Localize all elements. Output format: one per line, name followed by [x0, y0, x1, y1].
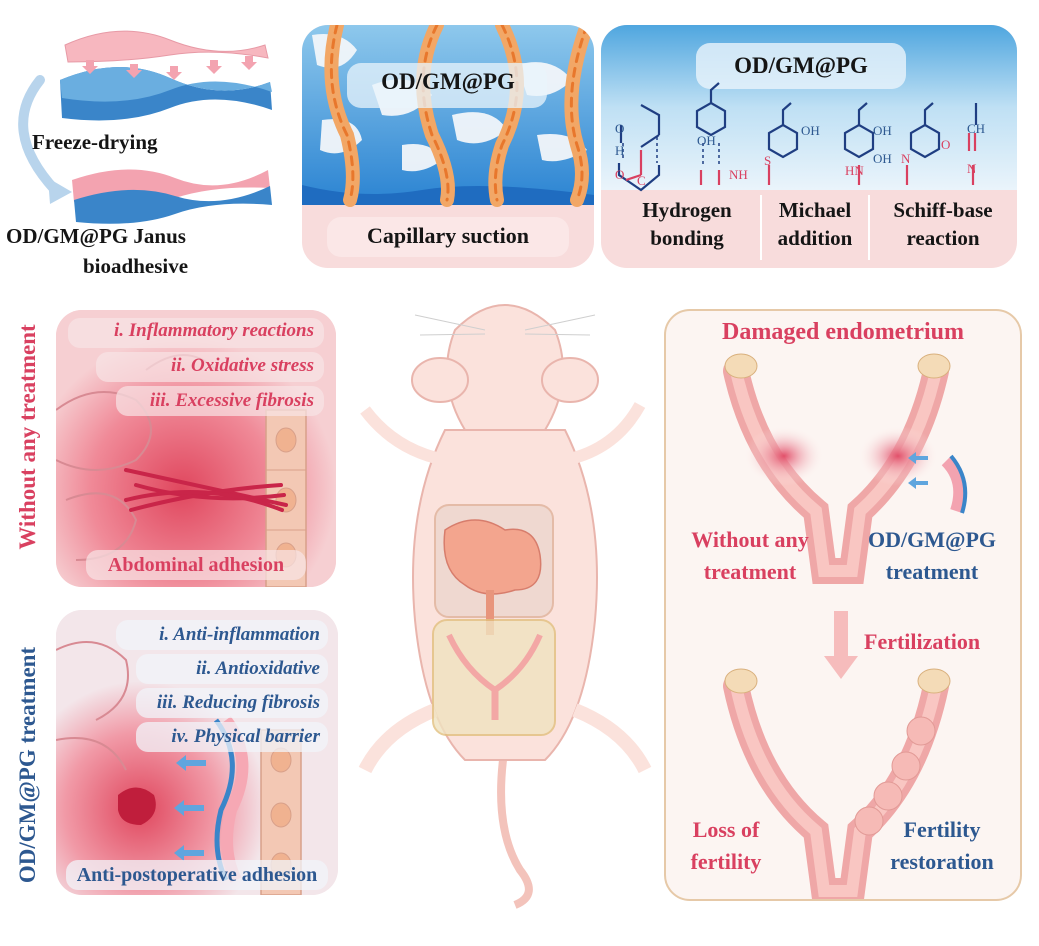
janus-bioadhesive-label-2: bioadhesive	[83, 254, 189, 278]
atom-o: O	[615, 121, 625, 136]
atom-s: S	[764, 153, 772, 168]
without-treatment-panel: i. Inflammatory reactions ii. Oxidative …	[56, 310, 336, 587]
without-item-2: ii. Oxidative stress	[170, 355, 314, 376]
atom-oh-1: OH	[697, 133, 716, 148]
mechanism-hydrogen-line1: Hydrogen	[642, 198, 732, 222]
mechanism-michael-line1: Michael	[778, 198, 852, 222]
anti-adhesion-caption: Anti-postoperative adhesion	[76, 864, 318, 886]
with-treatment-side-label: OD/GM@PG treatment	[15, 646, 40, 884]
loss-fertility-label-2: fertility	[690, 849, 762, 874]
atom-n-1: N	[901, 151, 911, 166]
atom-hn: HN	[845, 163, 864, 178]
atom-o-3: O	[941, 137, 951, 152]
capillary-suction-caption: Capillary suction	[367, 223, 529, 248]
atom-ch: CH	[967, 121, 986, 136]
atom-c: C	[637, 173, 646, 188]
chem-panel-title: OD/GM@PG	[734, 53, 868, 78]
fertility-restoration-label-2: restoration	[890, 849, 994, 874]
without-treatment-side-label: Without any treatment	[15, 324, 40, 550]
loss-fertility-label-1: Loss of	[692, 817, 760, 842]
with-treatment-panel: i. Anti-inflammation ii. Antioxidative i…	[56, 610, 338, 895]
without-treatment-label-2: treatment	[703, 559, 797, 584]
with-item-4: iv. Physical barrier	[171, 726, 320, 747]
atom-oh-4: OH	[873, 151, 892, 166]
odgm-treatment-label-2: treatment	[885, 559, 979, 584]
atom-oh-3: OH	[873, 123, 892, 138]
uterus-panel: Damaged endometrium Without any treatmen…	[664, 309, 1022, 901]
atom-n-2: N	[967, 161, 977, 176]
chemistry-background	[601, 25, 1017, 260]
capillary-panel-title: OD/GM@PG	[381, 69, 515, 94]
atom-o-2: O	[615, 167, 625, 182]
freeze-drying-label: Freeze-drying	[32, 130, 158, 154]
fertility-restoration-label-1: Fertility	[903, 817, 981, 842]
without-item-3: iii. Excessive fibrosis	[149, 390, 314, 411]
abdominal-adhesion-illustration	[56, 310, 336, 587]
porous-network-illustration	[302, 25, 594, 257]
abdominal-adhesion-caption: Abdominal adhesion	[107, 554, 285, 576]
adhesion-chemistry-panel: OD/GM@PG O H O C OH NH S OH OH OH HN N O…	[601, 25, 1017, 268]
uterus-illustration	[723, 353, 968, 899]
atom-h: H	[615, 143, 625, 158]
fertilization-label: Fertilization	[864, 629, 981, 654]
anti-adhesion-illustration	[56, 610, 338, 895]
rat-illustration	[358, 304, 652, 909]
odgm-treatment-label-1: OD/GM@PG	[867, 527, 997, 552]
mechanism-hydrogen-line2: bonding	[650, 226, 724, 250]
atom-nh-1: NH	[729, 167, 748, 182]
hydrogel-layers-illustration	[18, 30, 272, 224]
with-item-2: ii. Antioxidative	[196, 658, 320, 679]
mechanism-michael-line2: addition	[777, 226, 853, 250]
damaged-endometrium-title: Damaged endometrium	[722, 319, 964, 345]
capillary-suction-panel: OD/GM@PG Capillary suction	[302, 25, 594, 268]
janus-bioadhesive-label: OD/GM@PG Janus	[6, 224, 186, 248]
without-item-1: i. Inflammatory reactions	[113, 320, 314, 341]
mechanism-schiff-line2: reaction	[906, 226, 980, 250]
with-item-1: i. Anti-inflammation	[159, 624, 320, 645]
mechanism-schiff-line1: Schiff-base	[893, 198, 993, 222]
without-treatment-label-1: Without any	[691, 527, 809, 552]
with-item-3: iii. Reducing fibrosis	[156, 692, 320, 713]
atom-oh-2: OH	[801, 123, 820, 138]
